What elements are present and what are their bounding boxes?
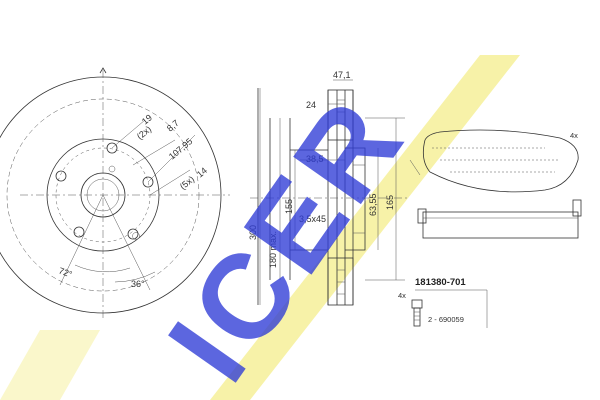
icer-logo: ICER [143,73,431,400]
dim-chamfer: 3,5x45 [299,214,326,224]
brand-band-lower [0,330,100,400]
svg-text:ICER: ICER [143,73,431,400]
disc-cross-section [250,79,410,306]
angle-ray-2 [102,194,151,291]
disc-front-view [0,67,230,320]
top-marker [99,67,107,74]
stud-hole [108,165,116,173]
bolt-illustration [411,299,423,327]
dim-angle-72: 72° [57,265,74,279]
bolt-hole-1 [106,142,118,154]
brake-pad [409,129,582,239]
angle-arc-72 [74,264,131,273]
bolt-hole-3-inner [132,232,140,240]
bolt-hole-3 [127,228,139,240]
bolt-hole-4 [73,226,85,238]
bolt-hole-2 [142,176,154,188]
dim-depth: 38,5 [306,154,324,164]
dim-165: 165 [385,195,395,210]
dim-bore-diameter: 63,55 [368,193,378,216]
dim-angle-36: 36° [131,279,145,289]
dim-bolt-circle-count: (5x) [178,174,196,192]
dim-hat-diameter: 155 [284,199,294,214]
dim-total-thickness: 47,1 [333,70,351,80]
angle-ray-1 [59,194,104,286]
bolt-hole-5 [55,170,67,182]
bolt-ref: 2 - 690059 [428,315,464,324]
part-number: 181380-701 [415,277,466,288]
dim-bolt-diameter: 8,7 [165,118,181,134]
pad-qty: 4x [570,131,578,140]
dim-max-diameter: 180 max. [268,231,278,268]
dim-thickness-24: 24 [306,100,316,110]
dim-outer-diameter: 300 [248,225,258,240]
angle-arc-36 [114,271,156,283]
bolt-qty: 4x [398,291,406,300]
dim-stud: 14 [195,165,209,179]
dim-hub-hole: 19 [140,112,154,126]
dim-pcd: 107,95 [167,136,195,161]
